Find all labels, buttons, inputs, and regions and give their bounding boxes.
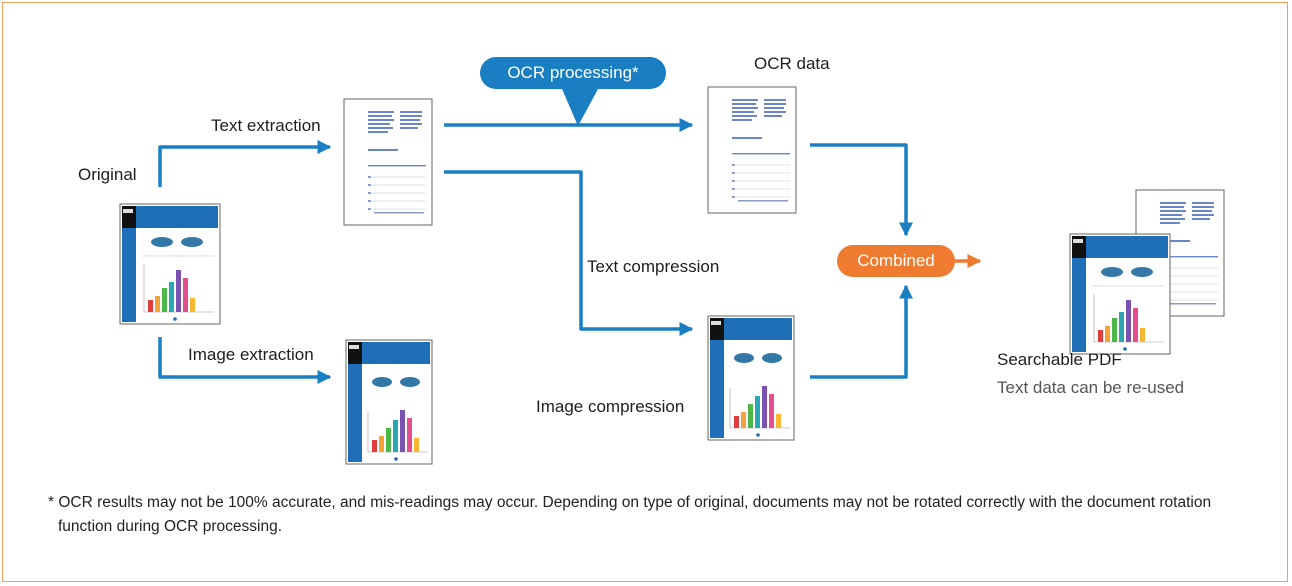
- original-document-icon: [119, 203, 221, 325]
- text-compression-arrow: [444, 170, 694, 336]
- image-compression-label: Image compression: [536, 397, 685, 416]
- ocr-to-combined-arrow: [810, 143, 913, 237]
- extracted-text-document-icon: [343, 98, 433, 226]
- text-extraction-arrow: [158, 140, 332, 187]
- ocr-data-document-icon: [707, 86, 797, 214]
- image-extraction-arrow: [158, 337, 332, 384]
- ocr-footnote: * OCR results may not be 100% accurate, …: [48, 494, 1212, 535]
- searchable-pdf-document-icon: [1069, 189, 1225, 355]
- text-compression-label: Text compression: [587, 257, 720, 276]
- ocr-data-label: OCR data: [754, 54, 830, 73]
- original-label: Original: [78, 165, 137, 184]
- image-to-combined-arrow: [810, 284, 913, 379]
- ocr-processing-badge: OCR processing*: [480, 57, 666, 89]
- image-extraction-label: Image extraction: [188, 345, 314, 364]
- text-extraction-label: Text extraction: [211, 116, 321, 135]
- compressed-image-document-icon: [707, 315, 795, 441]
- combined-badge: Combined: [837, 245, 955, 277]
- ocr-callout-pointer: [562, 89, 598, 126]
- searchable-pdf-note: Text data can be re-used: [997, 378, 1185, 397]
- extracted-image-document-icon: [345, 339, 433, 465]
- searchable-pdf-label: Searchable PDF: [997, 350, 1122, 369]
